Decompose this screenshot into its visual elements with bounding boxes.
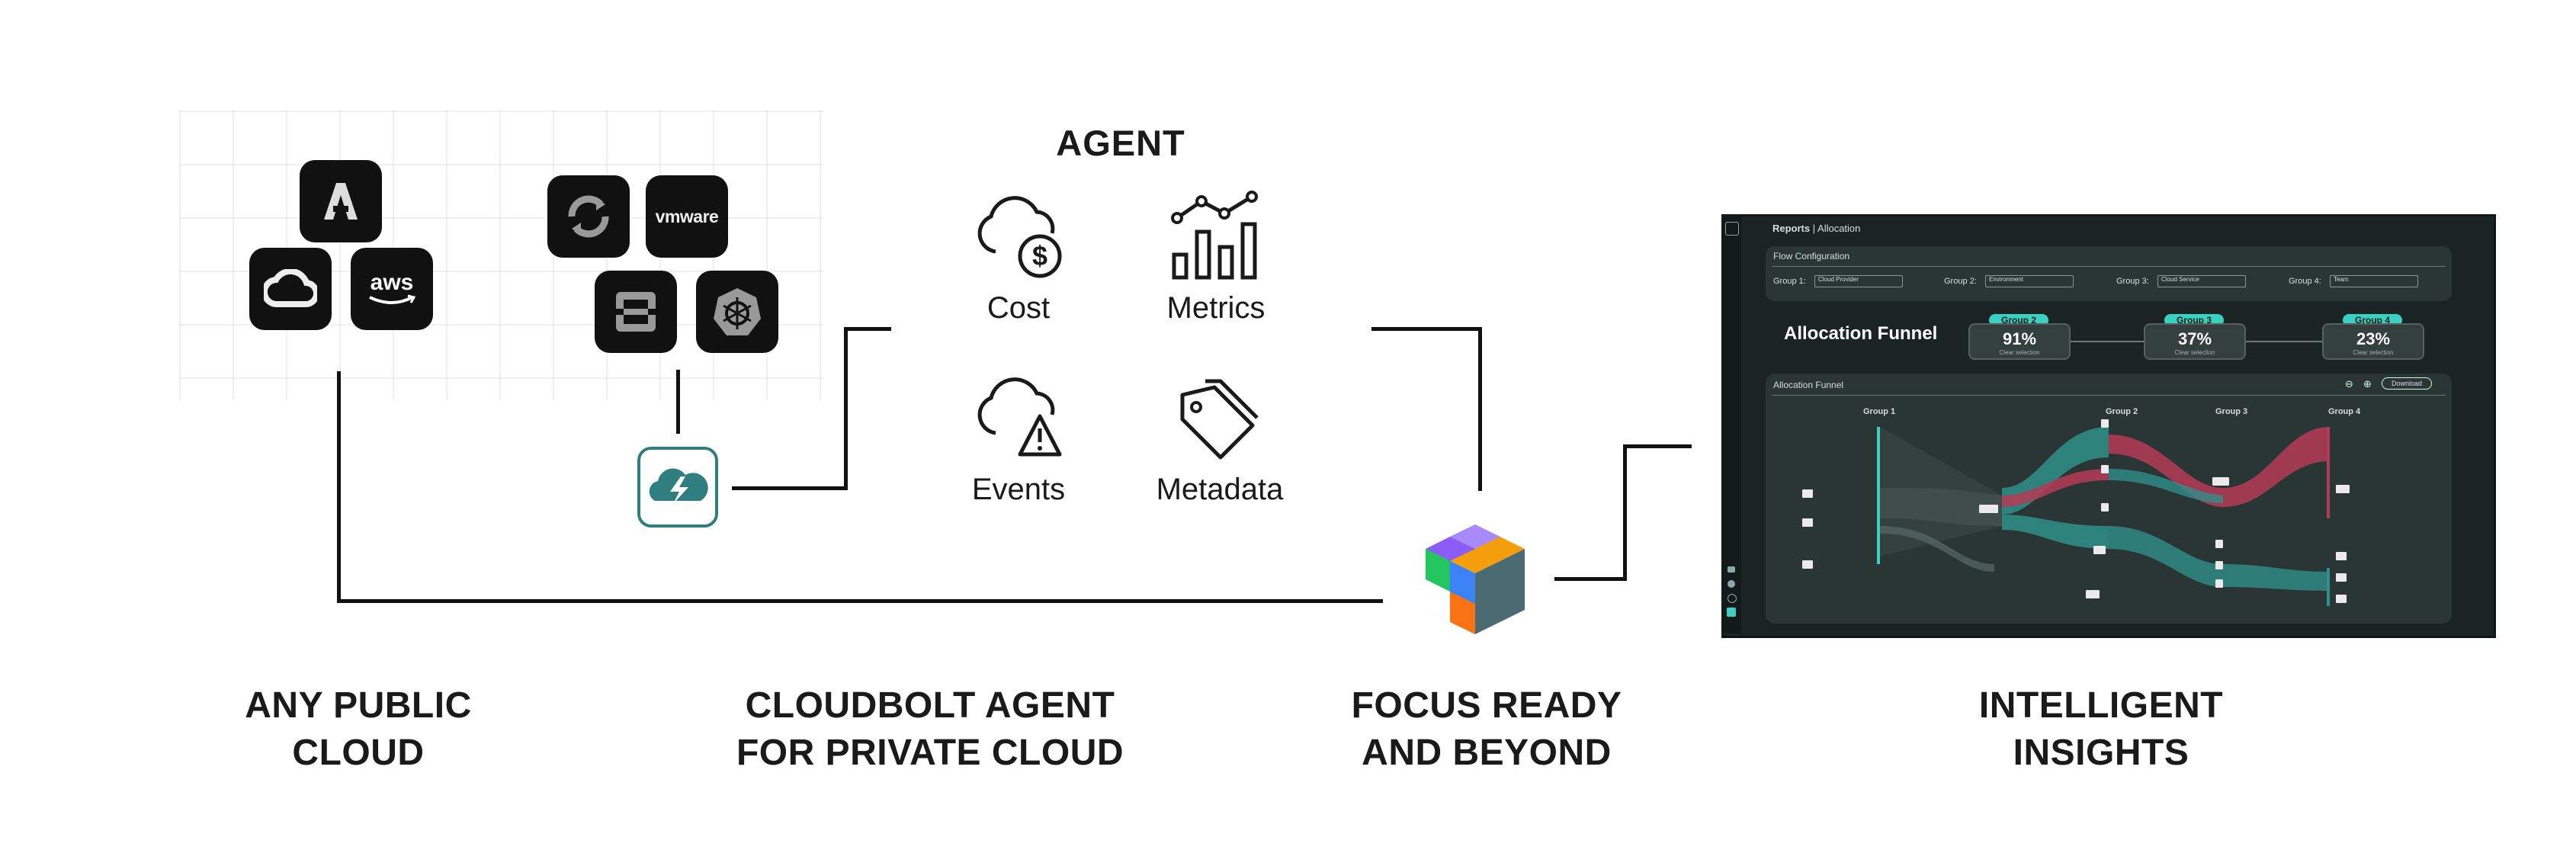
clear-selection-link[interactable]: Clear selection (2174, 349, 2215, 356)
node-label (2101, 465, 2109, 473)
node-label (2086, 590, 2100, 598)
group3-card[interactable]: 37% Clear selection (2144, 323, 2246, 360)
node-label (2212, 477, 2229, 486)
kubernetes-icon (696, 271, 778, 353)
node-label (1802, 560, 1813, 569)
group1-select[interactable]: Cloud Provider (1814, 275, 1903, 287)
vmware-icon: vmware (646, 175, 728, 258)
cost-cloud-icon: $ (973, 191, 1072, 286)
connector-line (732, 486, 848, 490)
group4-percent: 23% (2356, 329, 2391, 348)
private-cloud-label: CLOUDBOLT AGENT FOR PRIVATE CLOUD (736, 685, 1124, 773)
column-header: Group 2 (2106, 407, 2138, 416)
google-cloud-icon (249, 248, 332, 330)
group4-card[interactable]: 23% Clear selection (2322, 323, 2424, 360)
group3-select[interactable]: Cloud Service (2157, 275, 2246, 287)
download-button[interactable]: Download (2382, 377, 2432, 390)
node-label (1979, 505, 1999, 513)
flow-config-title: Flow Configuration (1773, 251, 1850, 261)
openstack-icon (595, 271, 677, 353)
group3-label: Group 3: (2116, 277, 2149, 286)
group2-percent: 91% (2002, 329, 2037, 348)
breadcrumb-reports[interactable]: Reports (1772, 223, 1811, 234)
focus-cube-icon (1418, 518, 1532, 644)
group4-label: Group 4: (2289, 277, 2321, 286)
allocation-funnel-heading: Allocation Funnel (1784, 323, 1938, 344)
cloudbolt-agent-icon (637, 447, 718, 528)
agent-item-label: Events (971, 473, 1066, 506)
node-label (1802, 489, 1813, 498)
column-header: Group 4 (2328, 407, 2361, 416)
agent-title: AGENT (1056, 123, 1185, 163)
openshift-icon (547, 175, 630, 258)
divider (1772, 266, 2446, 267)
connector-line (337, 371, 341, 603)
node-label (2336, 485, 2350, 493)
group2-label: Group 2: (1944, 277, 1977, 286)
group2-select[interactable]: Environment (1985, 275, 2074, 287)
breadcrumb: Reports | Allocation (1772, 223, 1860, 234)
node-label (2215, 579, 2223, 588)
connector-line (1623, 444, 1692, 448)
node-label (2215, 540, 2223, 548)
bell-icon[interactable] (1727, 580, 1735, 588)
focus-label: FOCUS READY AND BEYOND (1351, 685, 1622, 773)
node-label (2336, 595, 2347, 603)
node-label (2336, 552, 2347, 560)
clear-selection-link[interactable]: Clear selection (2353, 349, 2394, 356)
clear-selection-link[interactable]: Clear selection (1999, 349, 2040, 356)
agent-item-label: Metadata (1156, 473, 1284, 506)
connector-line (676, 370, 680, 434)
app-logo-icon (1725, 222, 1739, 236)
events-cloud-icon (973, 372, 1072, 467)
artifact-a-icon (300, 160, 382, 242)
node-label (2101, 419, 2109, 428)
chat-icon[interactable] (1727, 566, 1735, 573)
column-header: Group 3 (2215, 407, 2248, 416)
metrics-chart-icon (1166, 191, 1266, 286)
breadcrumb-allocation: | Allocation (1812, 223, 1861, 234)
user-avatar[interactable] (1727, 608, 1736, 617)
node-label (1802, 518, 1813, 527)
help-icon[interactable] (1727, 594, 1737, 603)
node-label (2336, 573, 2347, 582)
agent-item-label: Cost (986, 291, 1051, 325)
sankey-flows (1877, 427, 2330, 606)
dashboard-sidebar (1721, 214, 1741, 633)
zoom-out-icon[interactable]: ⊖ (2345, 378, 2353, 390)
group2-card[interactable]: 91% Clear selection (1968, 323, 2071, 360)
aws-icon: aws (351, 248, 433, 330)
public-cloud-label: ANY PUBLIC CLOUD (245, 685, 472, 773)
divider (1772, 395, 2446, 396)
node-label (2093, 546, 2106, 554)
connector-line (1554, 577, 1627, 581)
node-label (2101, 503, 2109, 512)
funnel-panel: Allocation Funnel ⊖ ⊕ Download Group 1 G… (1766, 374, 2452, 624)
funnel-panel-title: Allocation Funnel (1773, 380, 1844, 390)
agent-item-label: Metrics (1166, 291, 1266, 325)
metadata-tag-icon (1170, 372, 1269, 467)
zoom-in-icon[interactable]: ⊕ (2363, 378, 2372, 390)
connector-line (1478, 327, 1482, 491)
vmware-text: vmware (655, 206, 719, 226)
group1-label: Group 1: (1773, 277, 1806, 286)
connector-line (844, 327, 891, 331)
node-label (2215, 561, 2223, 569)
flow-config-panel: Flow Configuration Group 1: Cloud Provid… (1766, 246, 2452, 301)
connector-line (1623, 444, 1627, 581)
aws-text: aws (370, 270, 414, 295)
column-header: Group 1 (1863, 407, 1896, 416)
connector-line (844, 327, 848, 490)
insights-label: INTELLIGENT INSIGHTS (1978, 685, 2224, 773)
connector-line (1371, 327, 1482, 331)
group4-select[interactable]: Team (2330, 275, 2418, 287)
svg-text:$: $ (1032, 240, 1047, 271)
connector-line (337, 599, 1383, 603)
group3-percent: 37% (2177, 329, 2212, 348)
